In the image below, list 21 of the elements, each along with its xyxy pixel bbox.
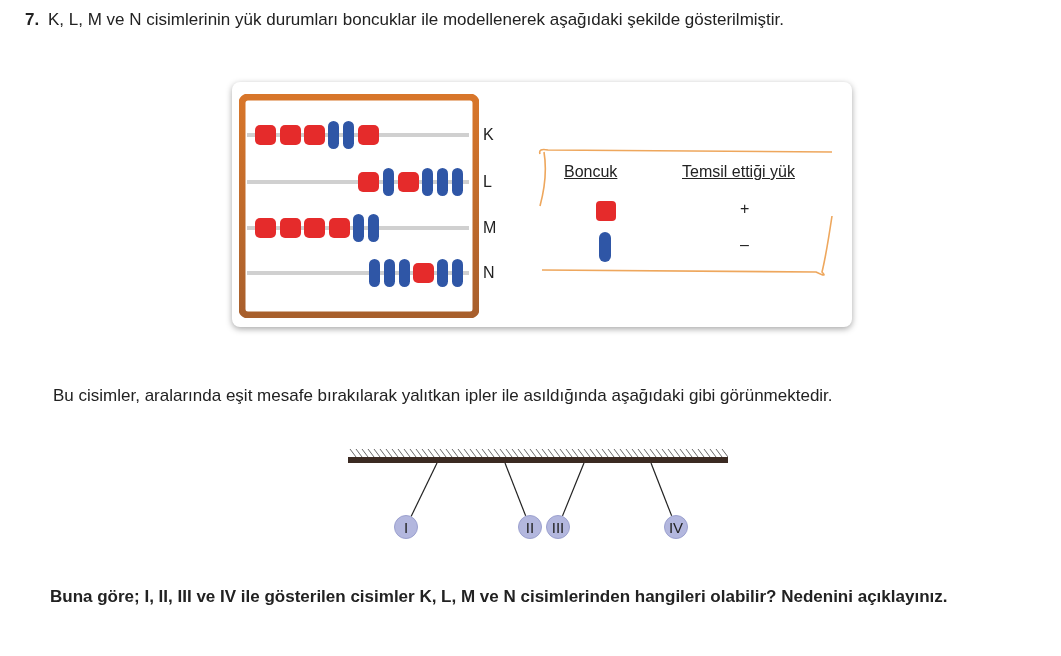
string-line — [410, 462, 438, 517]
charged-sphere: I — [394, 515, 418, 539]
charge-sign: – — [740, 236, 749, 254]
charged-sphere: IV — [664, 515, 688, 539]
string-line — [504, 462, 527, 517]
ceiling-bar — [348, 446, 728, 463]
column-header: Temsil ettiği yük — [682, 163, 795, 181]
charge-sign: + — [740, 200, 750, 218]
column-header: Boncuk — [564, 163, 618, 181]
string-line — [561, 462, 585, 517]
string-line — [650, 462, 673, 517]
charged-sphere: III — [546, 515, 570, 539]
question-text: Buna göre; I, II, III ve IV ile gösterilen cisimler K, L, M ve N cisimlerinden hangileri olabilir? Nedenini açıklayınız. — [50, 586, 949, 608]
row-label: M — [483, 219, 497, 237]
question-text: K, L, M ve N cisimlerinin yük durumları boncuklar ile modellenerek aşağıdaki şekilde gösterilmiştir. — [48, 10, 784, 30]
row-label: K — [483, 126, 494, 144]
row-label: N — [483, 264, 495, 282]
question-number: 7. — [25, 10, 40, 30]
charged-sphere: II — [518, 515, 542, 539]
instruction-text: Bu cisimler, aralarında eşit mesafe bırakılarak yalıtkan ipler ile asıldığında aşağıdaki gibi görünmektedir. — [53, 386, 833, 406]
row-label: L — [483, 173, 492, 191]
